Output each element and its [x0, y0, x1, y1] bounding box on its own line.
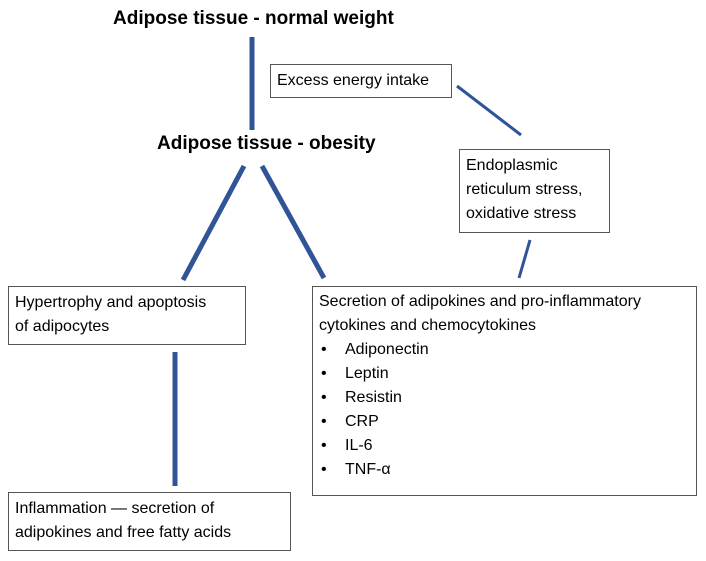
node-secretion: Secretion of adipokines and pro-inflamma…	[312, 286, 697, 496]
connector-excess-to-er-stress	[456, 84, 522, 137]
list-item: Resistin	[319, 386, 690, 410]
list-item: Adiponectin	[319, 338, 690, 362]
node-er-stress: Endoplasmic reticulum stress, oxidative …	[459, 149, 610, 233]
node-normal-weight: Adipose tissue - normal weight	[113, 8, 394, 29]
connector-obesity-to-secretion	[259, 164, 327, 280]
node-hypertrophy: Hypertrophy and apoptosis of adipocytes	[8, 286, 246, 345]
node-secretion-list: Adiponectin Leptin Resistin CRP IL-6 TNF…	[319, 338, 690, 482]
list-item: IL-6	[319, 434, 690, 458]
connector-er-stress-to-secretion	[517, 239, 532, 279]
connector-obesity-to-hypertrophy	[180, 164, 247, 282]
list-item: Leptin	[319, 362, 690, 386]
node-hypertrophy-line: Hypertrophy and apoptosis	[15, 294, 207, 311]
node-excess-energy-label: Excess energy intake	[277, 72, 430, 89]
node-inflammation-line: adipokines and free fatty acids	[15, 524, 232, 541]
node-excess-energy: Excess energy intake	[270, 64, 452, 98]
node-hypertrophy-line: of adipocytes	[15, 318, 110, 335]
node-er-stress-line: oxidative stress	[466, 205, 577, 222]
list-item: CRP	[319, 410, 690, 434]
node-inflammation: Inflammation — secretion of adipokines a…	[8, 492, 291, 551]
node-secretion-line: Secretion of adipokines and pro-inflamma…	[319, 293, 641, 310]
node-inflammation-line: Inflammation — secretion of	[15, 500, 215, 517]
node-obesity: Adipose tissue - obesity	[157, 133, 376, 154]
node-secretion-line: cytokines and chemocytokines	[319, 317, 536, 334]
node-er-stress-line: Endoplasmic	[466, 157, 558, 174]
node-er-stress-line: reticulum stress,	[466, 181, 583, 198]
list-item: TNF-α	[319, 458, 690, 482]
